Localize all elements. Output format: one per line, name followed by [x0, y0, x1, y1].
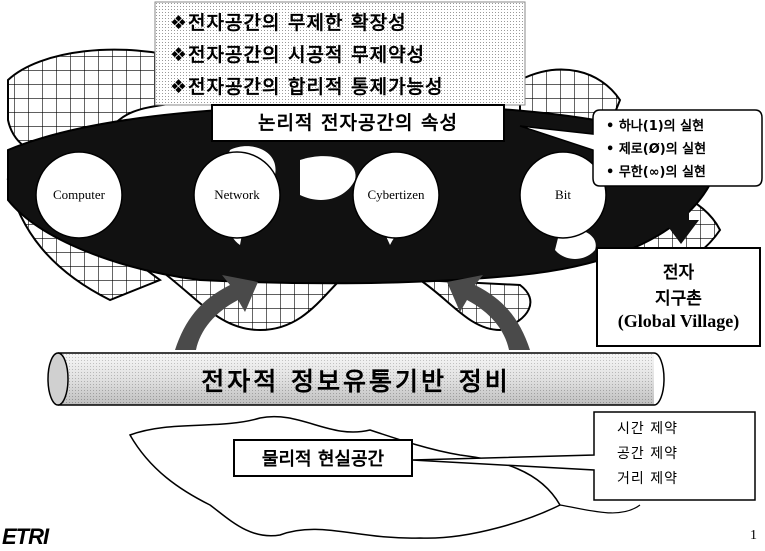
- infrastructure-cylinder: [47, 352, 665, 406]
- attributes-box: [154, 1, 526, 106]
- upward-arrows: [175, 275, 530, 350]
- constraint-distance: 거리 제약: [617, 471, 678, 487]
- attribute-line-3: ❖전자공간의 합리적 통제가능성: [170, 76, 444, 98]
- constraint-space: 공간 제약: [617, 446, 678, 462]
- realization-item-2: • 제로(Ø)의 실현: [606, 142, 707, 157]
- global-village-line-2: 지구촌: [655, 289, 702, 309]
- etri-logo-text: ETRI: [2, 524, 49, 549]
- etri-logo: [0, 522, 54, 551]
- realization-callout-bubble: [519, 109, 763, 187]
- global-village-line-3: (Global Village): [617, 311, 740, 331]
- computer-node-label: Computer: [53, 187, 105, 202]
- logical-space-label: 논리적 전자공간의 속성: [257, 112, 459, 134]
- infrastructure-label: 전자적 정보유통기반 정비: [201, 367, 511, 396]
- attribute-line-2: ❖전자공간의 시공적 무제약성: [170, 44, 426, 66]
- computer-node: [35, 151, 123, 239]
- realization-item-3: • 무한(∞)의 실현: [606, 165, 706, 180]
- global-village-box: [596, 247, 761, 347]
- cybertizen-node: [352, 151, 440, 239]
- network-node: [193, 151, 281, 239]
- constraint-time: 시간 제약: [617, 421, 678, 437]
- realization-item-1: • 하나(1)의 실현: [606, 119, 705, 134]
- cybertizen-node-label: Cybertizen: [367, 187, 425, 202]
- physical-space-box: [233, 439, 413, 477]
- logical-space-box: [211, 104, 505, 142]
- page-number: 1: [750, 528, 757, 543]
- bit-node-label: Bit: [555, 187, 571, 202]
- down-arrow: [663, 195, 699, 244]
- network-node-label: Network: [214, 187, 260, 202]
- constraints-callout-bubble: [411, 411, 756, 501]
- attribute-line-1: ❖전자공간의 무제한 확장성: [170, 12, 407, 34]
- physical-space-label: 물리적 현실공간: [261, 449, 385, 470]
- physical-map-outline: [128, 415, 562, 539]
- bit-node: [519, 151, 607, 239]
- node-circles: [35, 151, 607, 239]
- global-village-line-1: 전자: [662, 263, 695, 283]
